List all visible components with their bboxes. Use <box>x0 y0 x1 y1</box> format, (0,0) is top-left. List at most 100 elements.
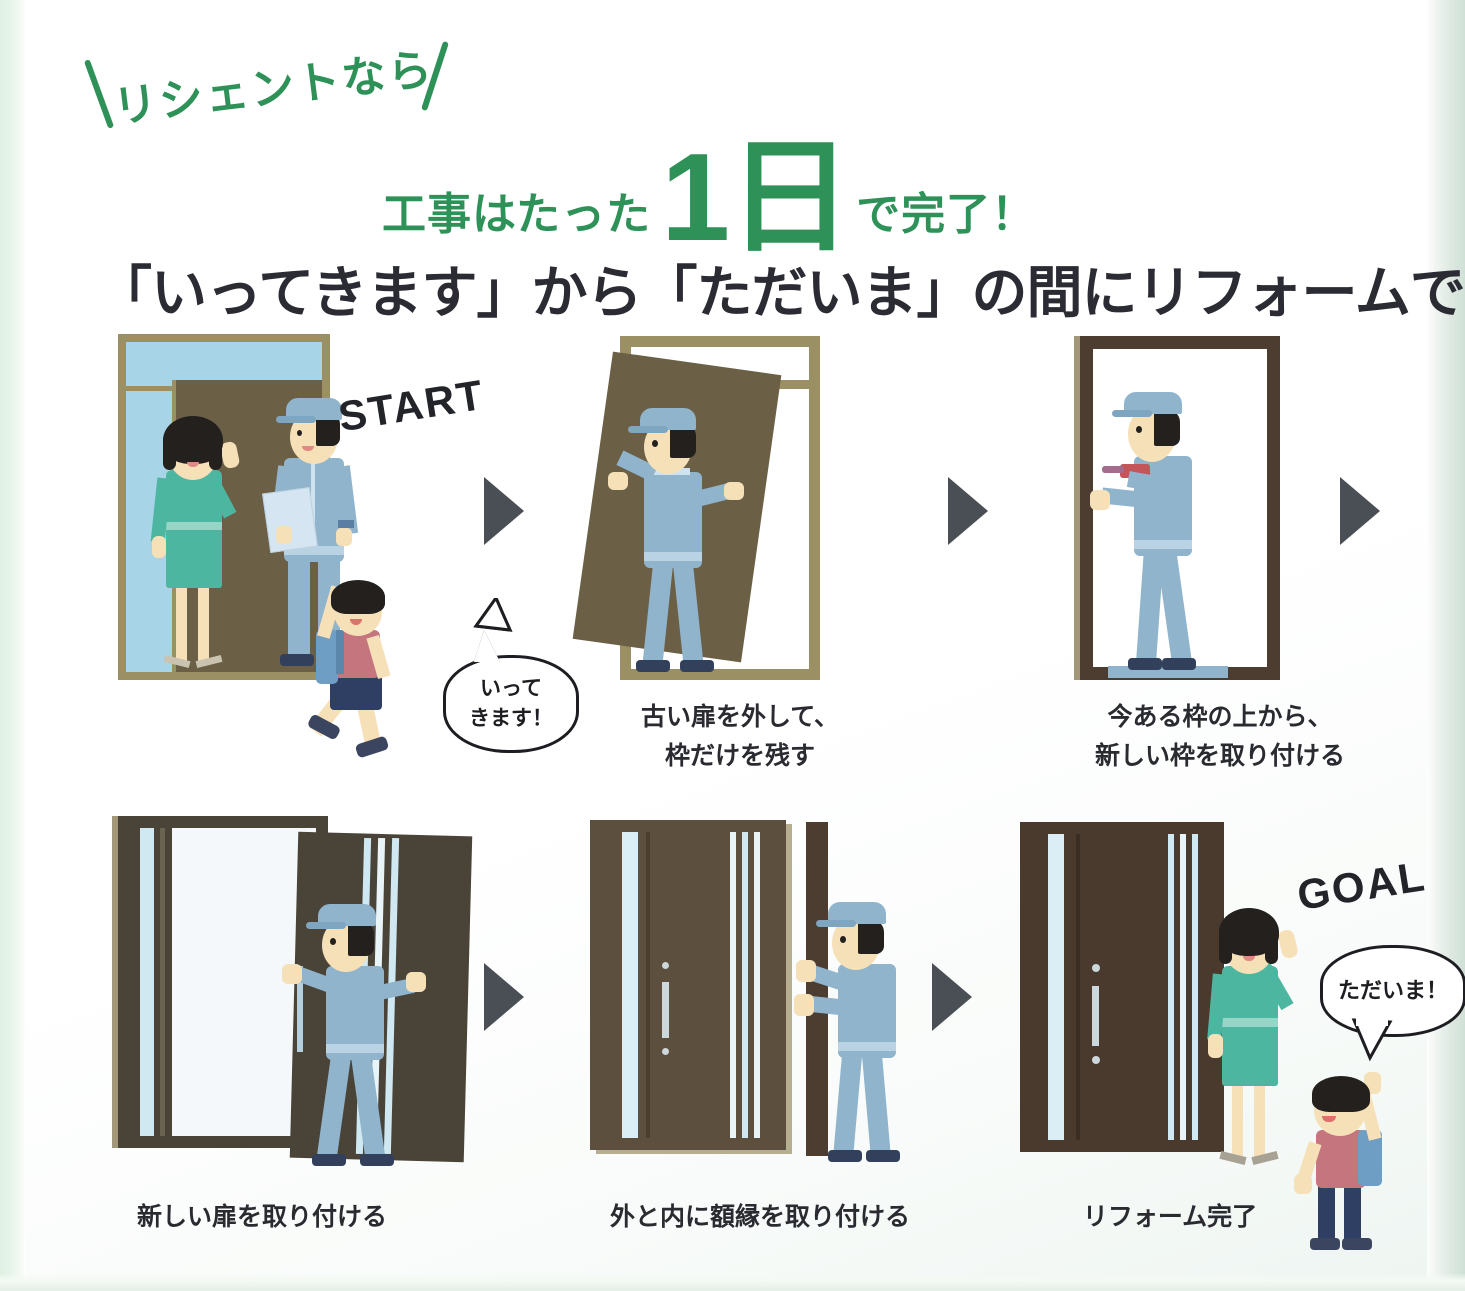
step-4-illustration <box>112 816 473 1172</box>
worker2-leg-left <box>642 559 674 665</box>
scan-edge-right <box>1427 0 1465 1291</box>
mother-eye-right <box>201 448 206 454</box>
worker5-cap <box>828 902 886 924</box>
worker4-shoe-right <box>360 1154 394 1166</box>
worker-watch <box>338 520 354 528</box>
worker2-cap-brim <box>628 426 668 433</box>
worker4-hand-right <box>406 972 426 992</box>
worker-jacket-hem <box>284 546 344 555</box>
worker-hand-right <box>336 528 352 546</box>
worker5-arm-lower <box>807 995 853 1017</box>
headline-big-number: 1日 <box>661 129 852 267</box>
mother-hair-side-right <box>209 438 222 470</box>
worker-eye-right <box>316 430 321 436</box>
worker4-eye <box>330 938 336 945</box>
worker5-cap-brim <box>816 920 856 927</box>
arrow-1-to-2 <box>484 477 524 545</box>
worker2-cap <box>640 408 696 430</box>
mother2-hair-side-left <box>1219 930 1232 964</box>
boy2-mouth <box>1322 1116 1336 1122</box>
sidelight-mullion <box>126 386 172 391</box>
worker4-hair <box>348 922 374 956</box>
worker5-hand-upper <box>796 960 816 982</box>
caulk-gun-nozzle <box>1102 466 1124 473</box>
worker2-eye <box>652 440 658 447</box>
step-4-caption-line1: 新しい扉を取り付ける <box>136 1203 387 1231</box>
worker2-jacket-hem <box>644 552 702 561</box>
step-2-caption: 古い扉を外して、 枠だけを残す <box>600 698 880 776</box>
mother-mouth <box>187 462 199 467</box>
step-4-caption: 新しい扉を取り付ける <box>112 1198 412 1237</box>
step4-new-door-handle <box>297 966 303 1052</box>
worker4-jacket-hem <box>326 1044 384 1053</box>
worker3-eye <box>1136 426 1142 433</box>
boy-backpack-strap <box>336 630 344 674</box>
worker-eye-left <box>297 430 302 436</box>
kicker-text: リシェントなら <box>110 44 437 133</box>
step5-door-lock-upper <box>662 962 669 969</box>
worker2-shoe-left <box>636 660 670 672</box>
worker2-leg-right <box>672 559 704 665</box>
worker2-hand-left <box>608 472 628 490</box>
step-5-illustration <box>582 816 912 1172</box>
boy-shorts <box>330 672 382 710</box>
scan-edge-bottom <box>0 1273 1465 1291</box>
mother2-hand-down <box>1208 1034 1223 1058</box>
step-5-caption: 外と内に額縁を取り付ける <box>580 1198 940 1237</box>
scan-edge-left <box>0 0 26 1291</box>
worker5-shoe-left <box>828 1150 862 1162</box>
arrow-2-to-3 <box>948 477 988 545</box>
boy2-leg-right <box>1344 1184 1361 1244</box>
worker3-shoe-left <box>1128 658 1162 670</box>
step4-sidelight-glass <box>140 828 154 1136</box>
step5-door-stripe-1 <box>730 832 736 1138</box>
step-3-caption-line1: 今ある枠の上から、 <box>1107 703 1333 731</box>
step-2-caption-line1: 古い扉を外して、 <box>640 703 839 731</box>
boy-figure-start <box>306 574 428 774</box>
boy-eye-right <box>364 606 369 612</box>
boy-eye-left <box>344 606 349 612</box>
headline-prefix: 工事はたった <box>382 189 652 239</box>
mother2-hair-side-right <box>1265 930 1278 964</box>
headline: 工事はたった 1日 で完了！ <box>382 129 1036 267</box>
worker5-eye <box>840 936 846 943</box>
worker4-hand-left <box>282 964 302 984</box>
step5-door-stripe-3 <box>754 832 760 1138</box>
worker4-cap-brim <box>306 922 346 929</box>
mother2-mouth <box>1243 956 1255 961</box>
step-1-illustration <box>118 334 448 794</box>
step4-sidelight-frame-line <box>160 828 165 1136</box>
mother-figure <box>146 412 251 672</box>
boy-figure-goal <box>1286 1056 1416 1256</box>
step-2-caption-line2: 枠だけを残す <box>664 741 815 770</box>
step5-door-glass-left <box>622 832 638 1138</box>
worker3-cap-brim <box>1112 410 1152 417</box>
worker3-hand-left <box>1090 490 1110 510</box>
worker3-cap <box>1124 392 1182 414</box>
step5-trim-panel <box>806 822 828 1156</box>
worker-leg-left <box>288 554 310 658</box>
goal-bubble-tail <box>1351 1018 1393 1062</box>
arrow-4-to-5 <box>484 963 524 1031</box>
door-transom-glass <box>172 342 322 380</box>
worker-hand-left <box>276 526 292 544</box>
start-bubble-tail <box>473 598 513 662</box>
mother-belt <box>166 522 222 530</box>
mother-figure-goal <box>1198 904 1314 1174</box>
worker4-shoe-left <box>312 1154 346 1166</box>
worker-clipboard <box>262 486 318 554</box>
step6-door-groove-left <box>1076 834 1080 1140</box>
boy2-hair <box>1312 1076 1370 1112</box>
worker3-leg-right <box>1156 549 1192 663</box>
worker-figure-step2 <box>608 408 744 686</box>
step-2-illustration <box>572 336 870 686</box>
step5-door-groove-left <box>646 832 650 1138</box>
worker-cap-brim <box>276 416 316 423</box>
worker5-leg-left <box>833 1047 863 1155</box>
step5-door-lock-lower <box>662 1048 669 1055</box>
step6-door-stripe-3 <box>1192 834 1198 1140</box>
mother-leg-left <box>176 582 187 662</box>
boy2-shirt <box>1316 1130 1366 1188</box>
goal-speech-bubble: ただいま！ <box>1320 945 1465 1037</box>
